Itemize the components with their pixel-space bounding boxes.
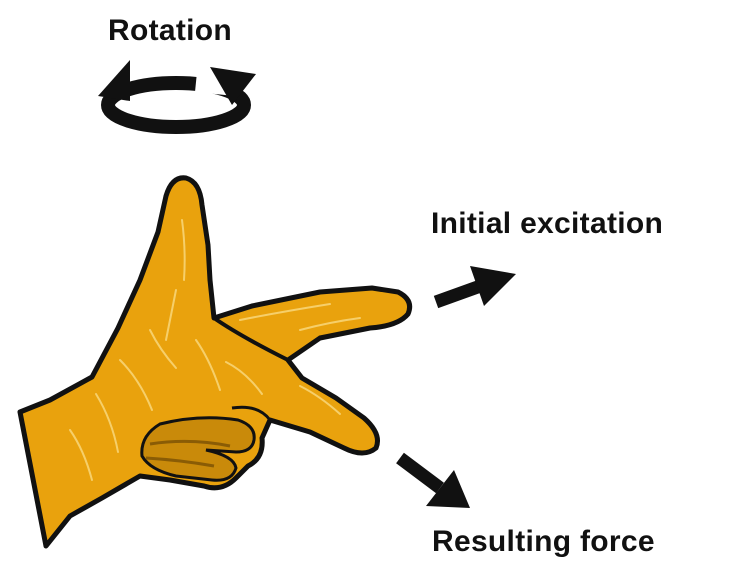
initial-excitation-arrow-icon — [433, 266, 516, 309]
hand-shape — [17, 175, 413, 549]
rotation-label: Rotation — [108, 14, 233, 47]
rotation-arrow-icon — [98, 60, 256, 134]
resulting-force-arrow-icon — [396, 452, 470, 508]
hand-illustration — [17, 175, 413, 549]
initial-excitation-label: Initial excitation — [431, 207, 664, 240]
curled-fingers — [140, 416, 256, 482]
resulting-force-label: Resulting force — [432, 525, 655, 558]
